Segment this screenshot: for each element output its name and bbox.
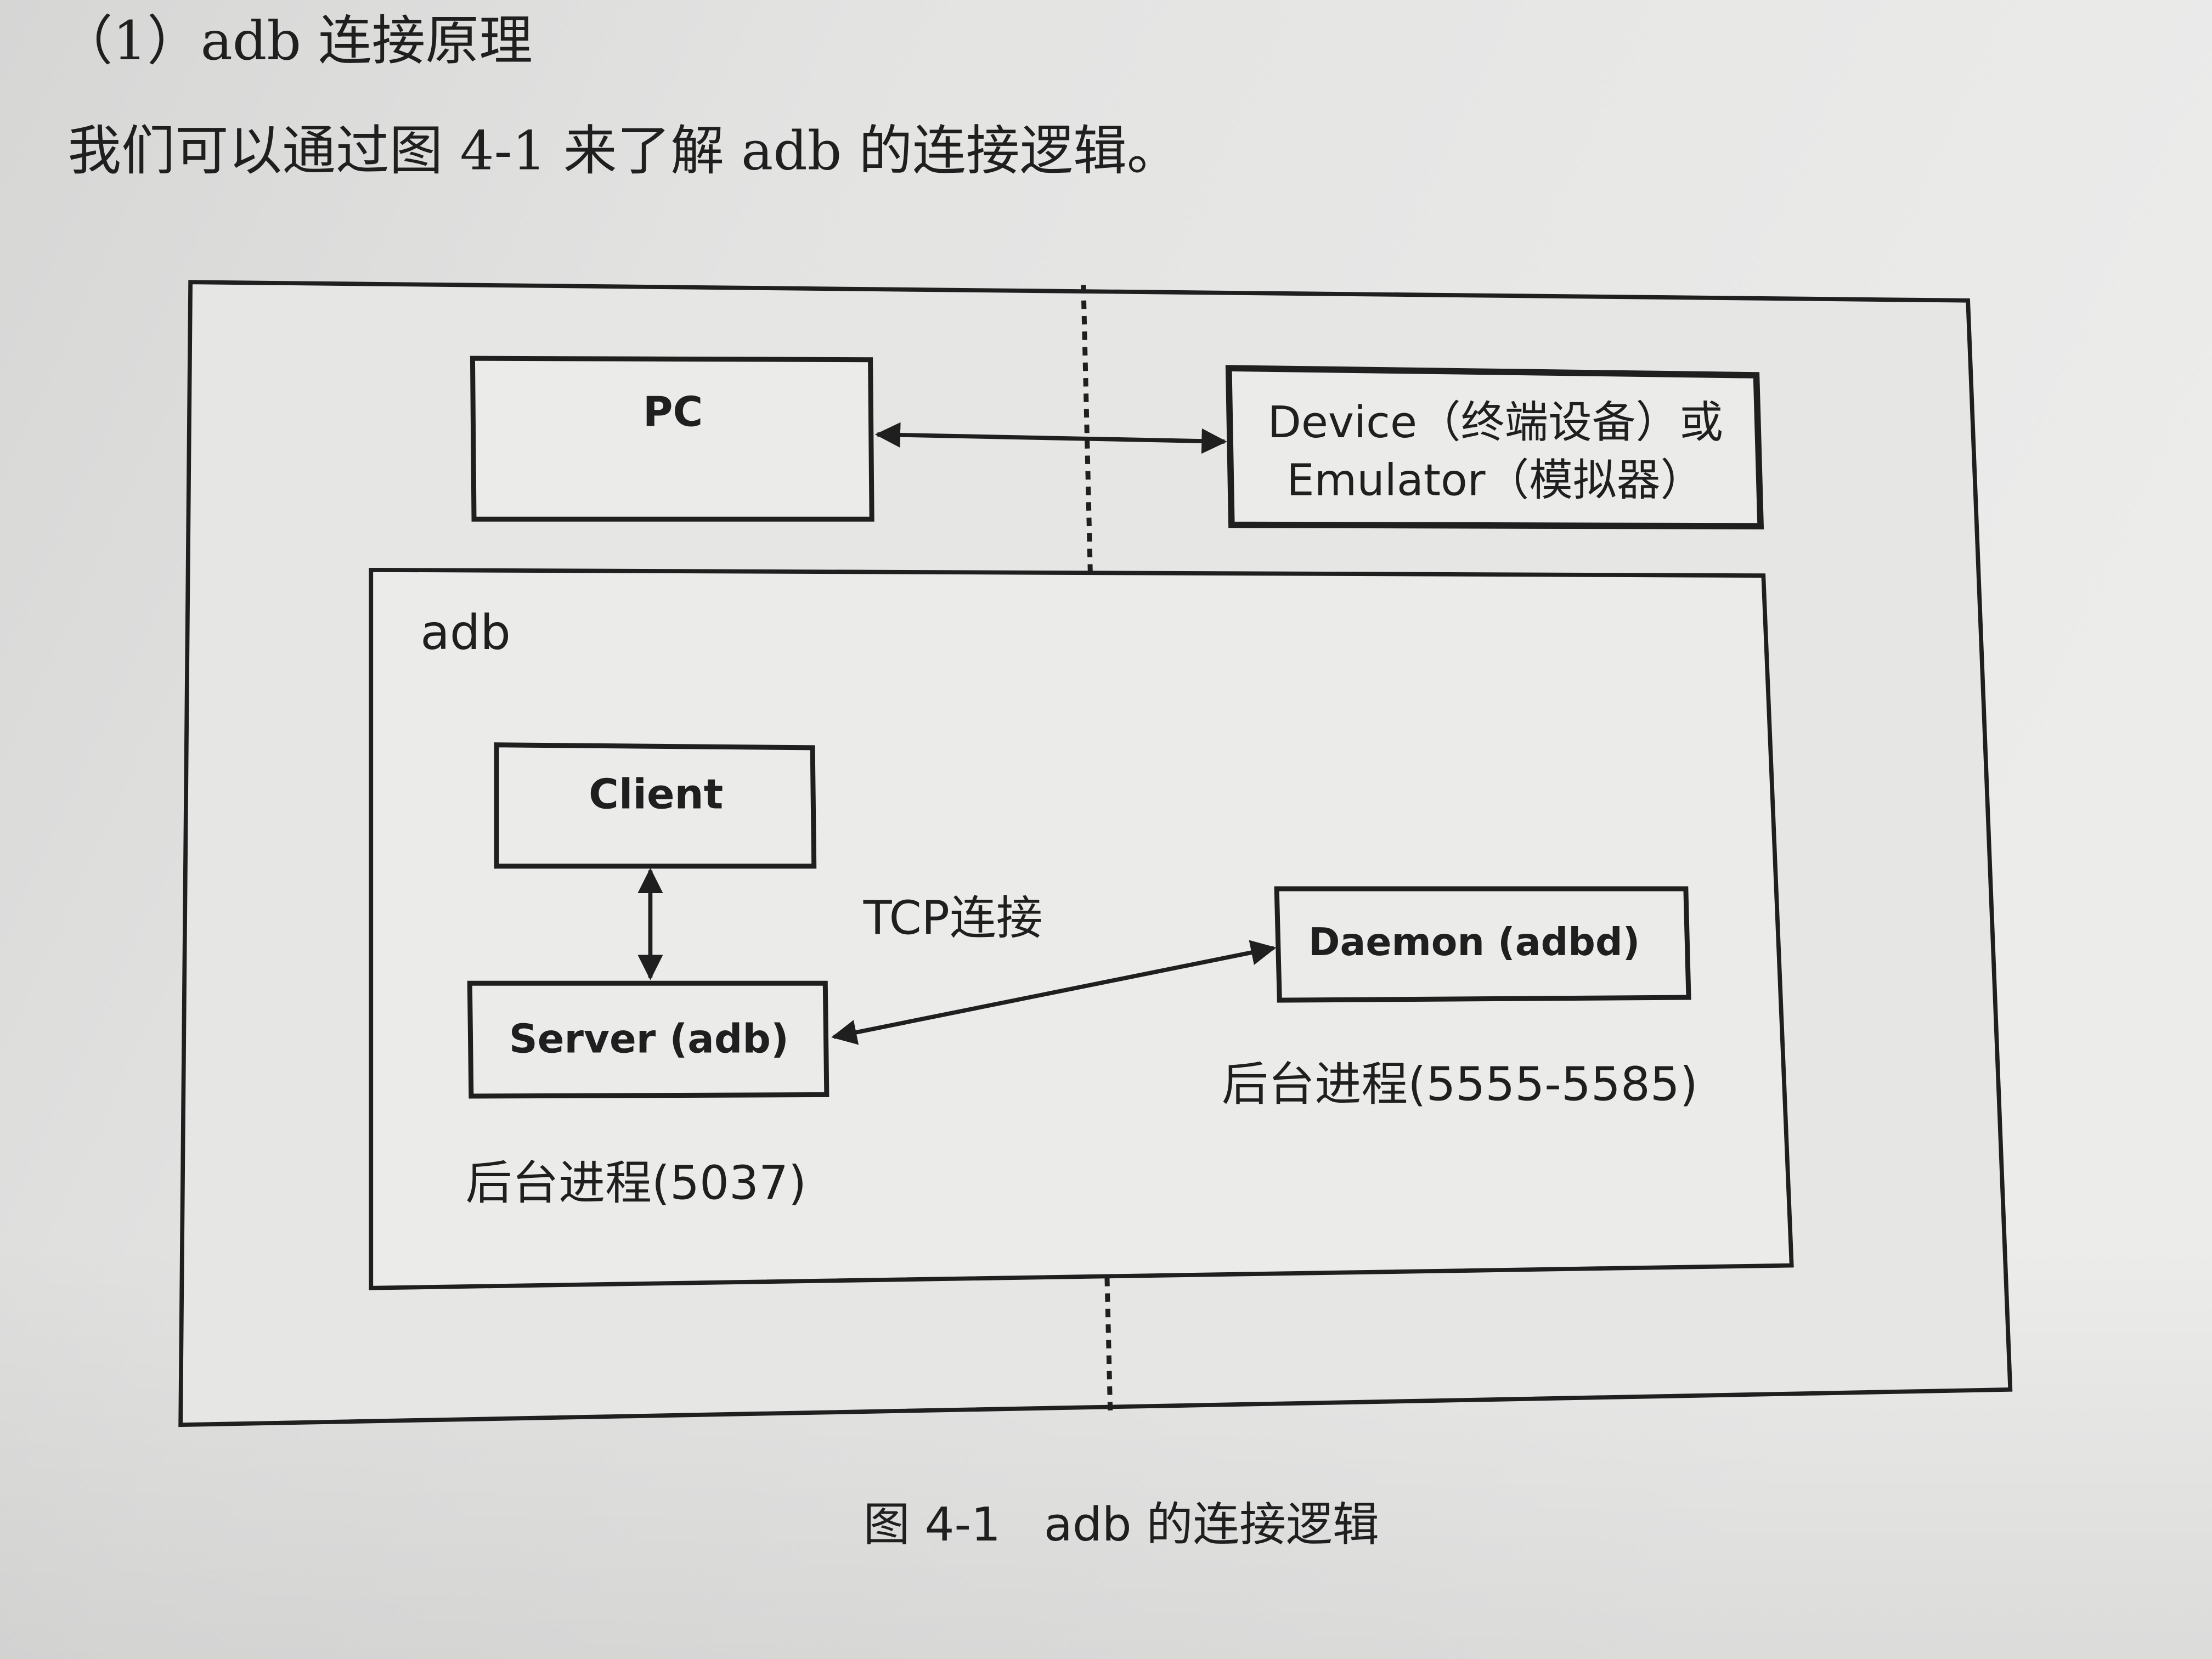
server-label: Server (adb) bbox=[509, 1015, 789, 1062]
figure-number: 图 4-1 bbox=[864, 1498, 1001, 1552]
adb-connection-diagram: PC Device（终端设备）或 Emulator（模拟器） adb Clien… bbox=[178, 280, 2013, 1427]
server-node: Server (adb) bbox=[467, 980, 830, 1099]
daemon-process-label: 后台进程(5555-5585) bbox=[1222, 1058, 1698, 1112]
client-label: Client bbox=[589, 770, 723, 818]
tcp-connection-label: TCP连接 bbox=[863, 891, 1043, 945]
server-process-label: 后台进程(5037) bbox=[466, 1156, 807, 1211]
pc-box bbox=[470, 356, 874, 522]
device-box bbox=[1225, 365, 1764, 529]
figure-title: adb 的连接逻辑 bbox=[1044, 1498, 1379, 1552]
figure-caption: 图 4-1 adb 的连接逻辑 bbox=[864, 1498, 1379, 1552]
pc-node: PC bbox=[470, 356, 874, 522]
device-node: Device（终端设备）或 Emulator（模拟器） bbox=[1225, 365, 1764, 529]
client-box bbox=[494, 742, 817, 869]
server-box bbox=[467, 980, 830, 1099]
device-label-line2: Emulator（模拟器） bbox=[1286, 455, 1704, 506]
device-label-line1: Device（终端设备）或 bbox=[1267, 397, 1723, 448]
tcp-connection-arrow bbox=[831, 940, 1277, 1045]
adb-label: adb bbox=[420, 605, 511, 661]
daemon-node: Daemon (adbd) bbox=[1274, 886, 1691, 1003]
daemon-box bbox=[1274, 886, 1691, 1003]
client-node: Client bbox=[494, 742, 817, 869]
intro-paragraph: 我们可以通过图 4-1 来了解 adb 的连接逻辑。 bbox=[67, 120, 1180, 183]
daemon-label: Daemon (adbd) bbox=[1308, 921, 1640, 964]
pc-label: PC bbox=[643, 388, 703, 436]
pc-device-arrow bbox=[874, 422, 1227, 454]
section-heading: （1）adb 连接原理 bbox=[59, 10, 533, 72]
